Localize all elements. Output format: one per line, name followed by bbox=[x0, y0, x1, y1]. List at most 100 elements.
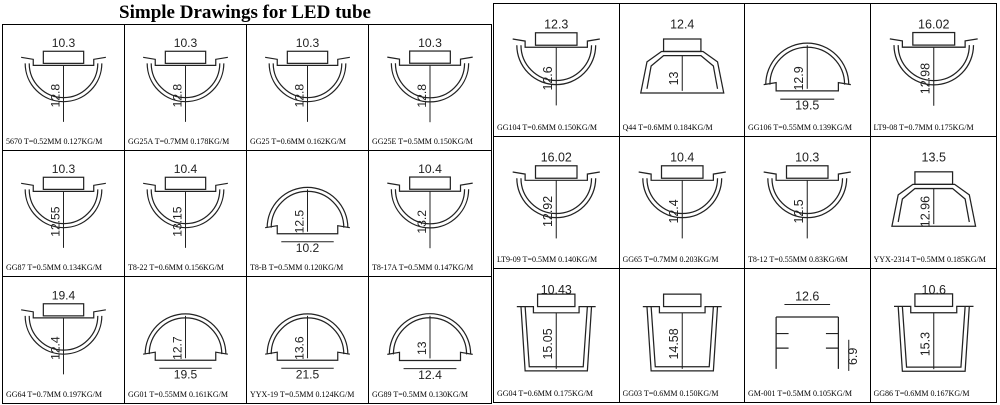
led-slot bbox=[534, 164, 578, 179]
width-dimension: 21.5 bbox=[296, 367, 320, 381]
drawing-caption: GG25E T=0.5MM 0.150KG/M bbox=[372, 137, 473, 146]
height-dimension: 12.4 bbox=[667, 199, 681, 223]
drawing-caption: GG89 T=0.5MM 0.130KG/M bbox=[372, 390, 468, 399]
profile-outline bbox=[897, 306, 970, 373]
drawing-caption: 5670 T=0.52MM 0.127KG/M bbox=[6, 137, 103, 146]
led-slot bbox=[409, 50, 451, 64]
profile-svg: 10.312.8 bbox=[143, 36, 228, 122]
profile-drawing: 16.02 12.92 bbox=[512, 150, 600, 239]
led-slot bbox=[534, 32, 578, 46]
width-dimension: 10.4 bbox=[174, 162, 198, 176]
drawing-caption: GG87 T=0.5MM 0.134KG/M bbox=[6, 263, 102, 272]
width-dimension: 16.02 bbox=[541, 150, 572, 164]
profile-drawing: 10.3 12.8 bbox=[387, 36, 473, 123]
drawing-caption: T8-12 T=0.55MM 0.83KG/6M bbox=[748, 255, 848, 265]
profile-svg: 12.4 13 bbox=[639, 18, 725, 94]
height-dimension: 12.92 bbox=[541, 195, 555, 226]
profile-drawing: 19.512.7 bbox=[143, 313, 228, 381]
profile-svg: 10.615.3 bbox=[893, 283, 973, 373]
profile-svg: 12.312.6 bbox=[512, 18, 600, 106]
profile-svg: 21.513.6 bbox=[265, 313, 350, 381]
width-dimension: 12.4 bbox=[670, 18, 694, 32]
profile-outline bbox=[775, 316, 839, 370]
height-dimension: 12.7 bbox=[170, 336, 184, 360]
width-dimension: 12.6 bbox=[795, 290, 819, 304]
led-slot bbox=[662, 38, 702, 53]
profile-drawing: 12.6 6.9 bbox=[775, 290, 860, 372]
profile-svg: 19.512.9 bbox=[763, 42, 851, 113]
drawing-caption: GG104 T=0.6MM 0.150KG/M bbox=[497, 122, 597, 132]
profile-drawing: 10.4 13.2 bbox=[387, 162, 473, 249]
width-dimension: 10.4 bbox=[418, 162, 442, 176]
drawing-caption: GG86 T=0.6MM 0.167KG/M bbox=[873, 389, 970, 398]
led-slot bbox=[42, 50, 85, 64]
profile-drawing: 21.513.6 bbox=[265, 313, 350, 381]
height-dimension: 13.15 bbox=[170, 206, 184, 237]
profile-drawing: 10.312.5 bbox=[763, 150, 851, 239]
width-dimension: 10.3 bbox=[418, 36, 442, 50]
width-dimension: 10.6 bbox=[921, 283, 945, 297]
drawing-caption: GG25A T=0.7MM 0.178KG/M bbox=[128, 137, 230, 146]
profile-outline bbox=[266, 186, 349, 228]
height-dimension: 13.2 bbox=[415, 210, 429, 234]
width-dimension: 16.02 bbox=[918, 17, 949, 31]
height-dimension: 12.5 bbox=[292, 210, 306, 234]
profile-outline bbox=[639, 50, 725, 94]
drawing-caption: GG25 T=0.6MM 0.162KG/M bbox=[250, 137, 346, 146]
profile-drawing: 12.312.6 bbox=[512, 18, 600, 106]
profile-outline bbox=[645, 306, 718, 372]
led-slot bbox=[164, 50, 207, 64]
led-slot bbox=[911, 31, 955, 46]
profile-svg: 10.4 13.15 bbox=[143, 162, 228, 248]
profile-drawing: 14.58 bbox=[642, 293, 722, 372]
drawing-caption: GG65 T=0.7MM 0.203KG/M bbox=[622, 255, 719, 265]
height-dimension: 12.8 bbox=[292, 84, 306, 108]
width-dimension: 19.5 bbox=[795, 99, 819, 113]
height-dimension: 13 bbox=[667, 71, 681, 85]
profile-svg: 10.3 12.8 bbox=[387, 36, 473, 123]
led-slot bbox=[536, 293, 576, 308]
profile-svg: 10.312.55 bbox=[21, 162, 106, 248]
profile-drawing: 10.4 13.15 bbox=[143, 162, 228, 248]
profile-drawing: 12.413 bbox=[387, 313, 473, 382]
height-dimension: 12.8 bbox=[415, 84, 429, 108]
led-slot bbox=[660, 164, 704, 179]
drawing-caption: LT9-09 T=0.5MM 0.140KG/M bbox=[497, 255, 598, 265]
profile-drawing: 10.3 12.8 bbox=[265, 36, 350, 122]
led-slot bbox=[42, 176, 85, 190]
width-dimension: 10.3 bbox=[296, 36, 320, 50]
profile-outline bbox=[520, 306, 593, 372]
profile-drawing: 10.312.8 bbox=[143, 36, 228, 122]
profile-drawing: 19.412.4 bbox=[21, 289, 106, 375]
profile-svg: 10.3 12.8 bbox=[265, 36, 350, 122]
profile-svg: 14.58 bbox=[642, 293, 722, 372]
width-dimension: 10.4 bbox=[670, 150, 694, 164]
profile-outline bbox=[388, 313, 472, 355]
profile-svg: 12.6 6.9 bbox=[775, 290, 860, 372]
height-dimension: 15.05 bbox=[541, 329, 555, 360]
drawing-caption: GG03 T=0.6MM 0.150KG/M bbox=[622, 389, 719, 398]
drawing-caption: YYX-19 T=0.5MM 0.124KG/M bbox=[250, 390, 355, 399]
height-dimension: 6.9 bbox=[846, 348, 860, 365]
width-dimension: 12.4 bbox=[418, 368, 442, 382]
width-dimension: 13.5 bbox=[921, 150, 945, 164]
led-slot bbox=[164, 176, 207, 190]
profile-svg: 10.4 13.2 bbox=[387, 162, 473, 249]
